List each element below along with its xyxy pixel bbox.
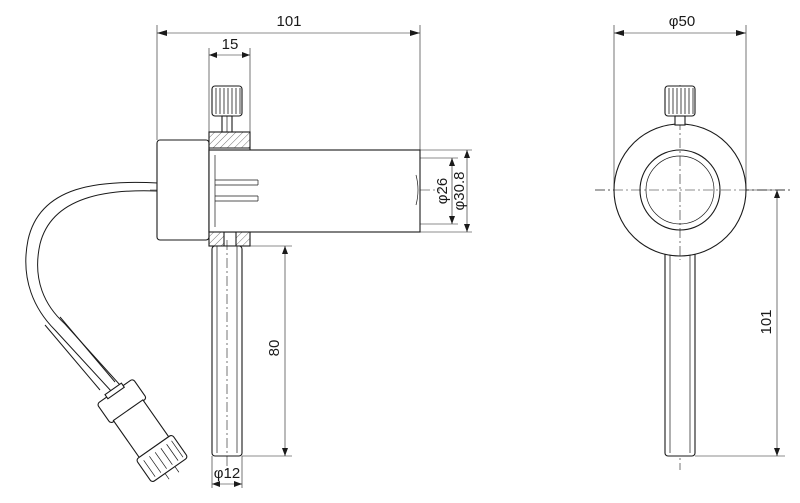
knurled-knob-side bbox=[211, 85, 243, 133]
cable bbox=[25, 181, 159, 393]
dim-flange-diameter bbox=[613, 25, 747, 190]
dim-height-right-label: 101 bbox=[758, 309, 775, 334]
dim-rod-diameter-label: φ12 bbox=[214, 465, 240, 482]
flange-side bbox=[156, 139, 210, 241]
support-rod-side bbox=[211, 240, 243, 470]
dim-rod-diameter bbox=[211, 456, 243, 488]
dim-rod-length-label: 80 bbox=[266, 340, 283, 357]
dim-inner-diameter-label: φ26 bbox=[434, 178, 451, 204]
dim-knob-width bbox=[208, 48, 251, 132]
front-view: φ50 101 bbox=[595, 13, 790, 470]
main-cylinder bbox=[208, 149, 421, 233]
dim-rod-length bbox=[242, 245, 292, 457]
support-rod-front bbox=[664, 239, 696, 457]
dim-flange-diameter-label: φ50 bbox=[669, 13, 695, 30]
knurled-knob-front bbox=[664, 85, 696, 126]
cable-connector bbox=[97, 379, 188, 482]
holder-hatch-top bbox=[208, 131, 251, 149]
dim-knob-width-label: 15 bbox=[222, 36, 239, 53]
dim-height-right bbox=[695, 189, 785, 457]
dim-diameters bbox=[420, 149, 472, 233]
dim-overall-length-label: 101 bbox=[276, 13, 301, 30]
dim-overall-length bbox=[156, 25, 421, 150]
dim-outer-diameter-label: φ30.8 bbox=[451, 172, 468, 211]
side-view: 101 15 φ26 φ30.8 bbox=[25, 13, 472, 488]
